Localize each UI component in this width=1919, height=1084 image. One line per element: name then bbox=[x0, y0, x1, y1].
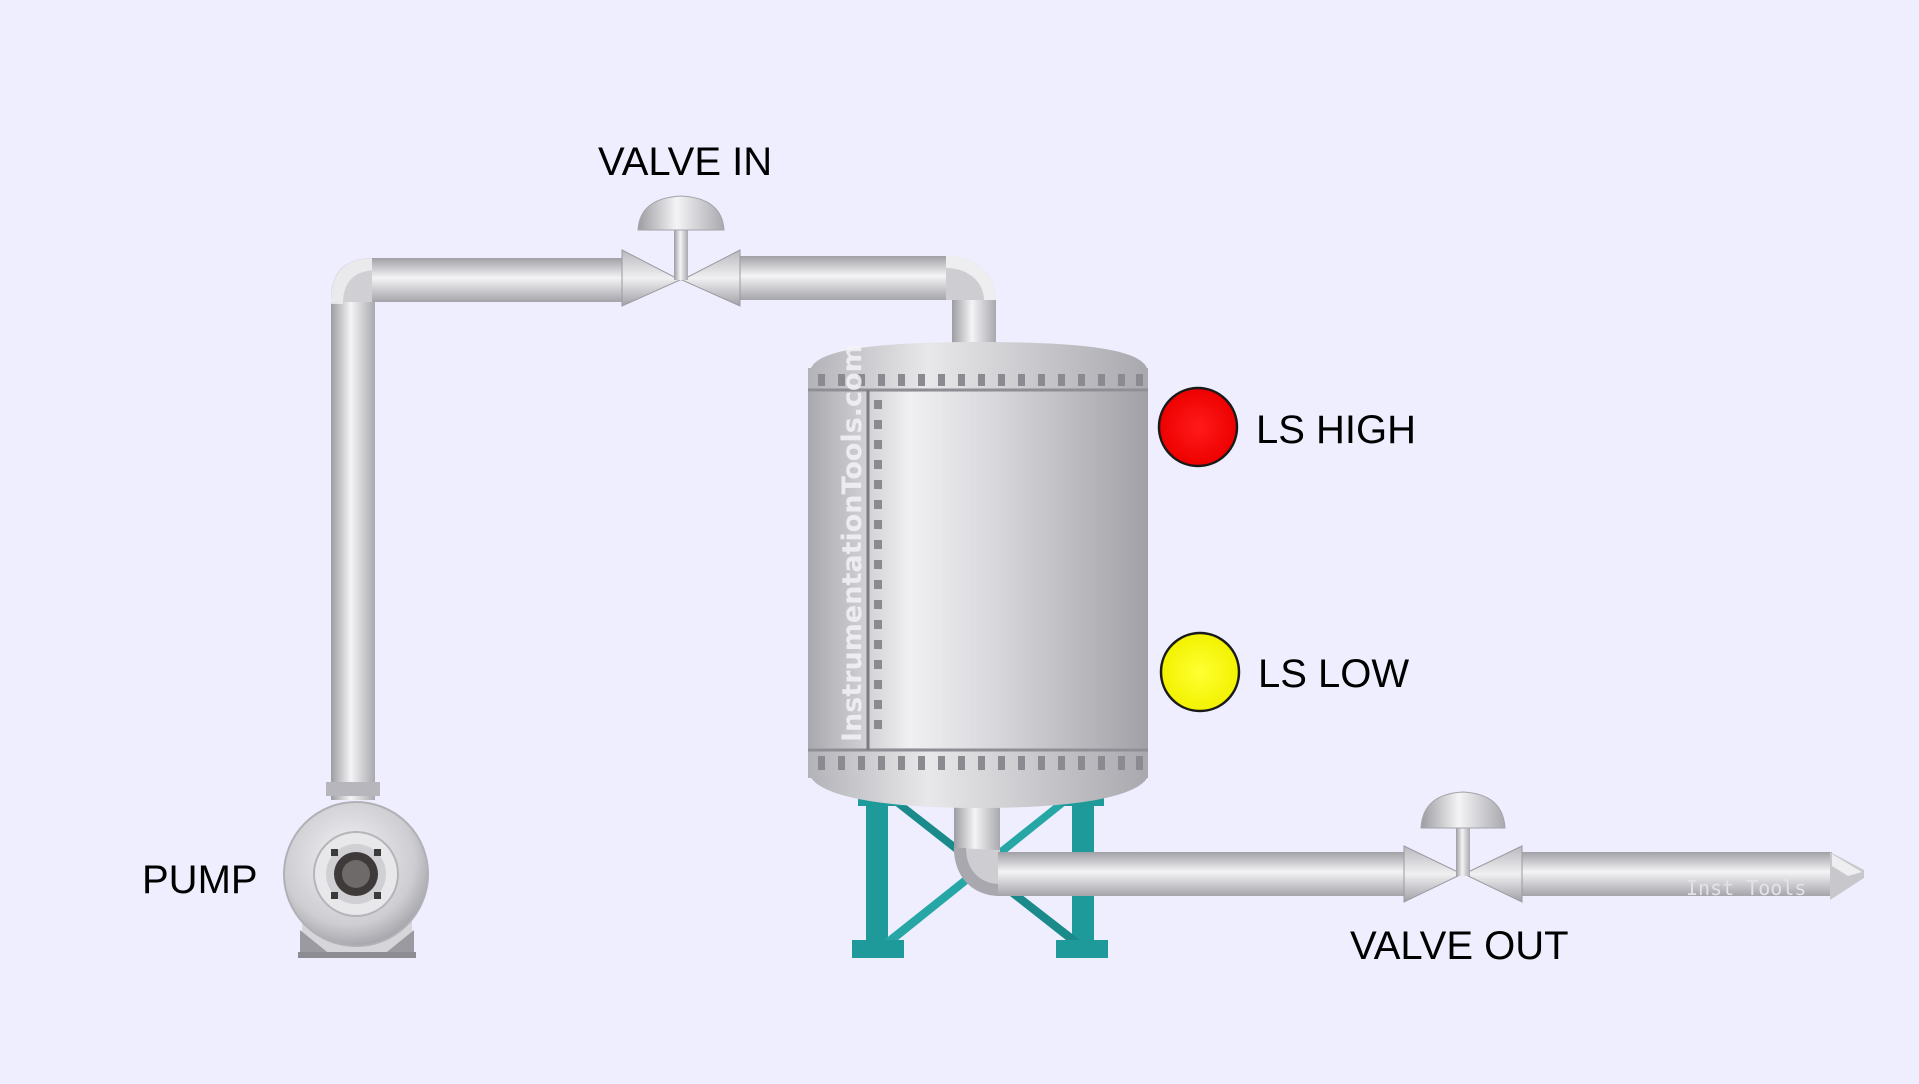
valve-in[interactable] bbox=[621, 195, 741, 307]
outlet-pipe bbox=[954, 790, 1864, 900]
ls-low-label: LS LOW bbox=[1258, 652, 1410, 696]
pump[interactable] bbox=[283, 801, 429, 958]
valve-in-label: VALVE IN bbox=[598, 140, 773, 184]
ls-low-indicator[interactable] bbox=[1159, 631, 1241, 713]
valve-out-label: VALVE OUT bbox=[1350, 924, 1569, 968]
valve-out[interactable] bbox=[1403, 791, 1523, 903]
ls-high-indicator[interactable] bbox=[1157, 386, 1239, 468]
tank-watermark: InstrumentationTools.com bbox=[837, 344, 868, 742]
storage-tank bbox=[808, 342, 1148, 808]
ls-high-label: LS HIGH bbox=[1256, 408, 1417, 452]
inlet-pipe bbox=[326, 256, 996, 800]
pipe-watermark: Inst Tools bbox=[1686, 876, 1807, 900]
pump-label: PUMP bbox=[142, 858, 258, 902]
